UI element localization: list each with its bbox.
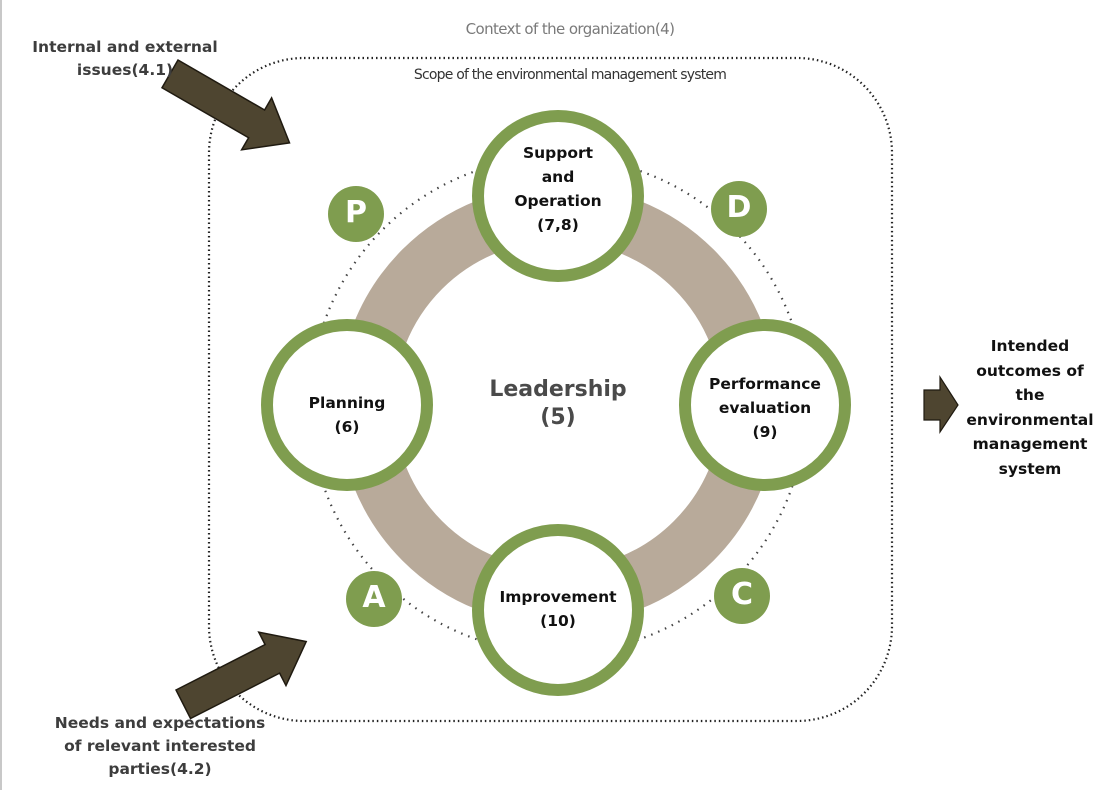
scope-title: Scope of the environmental management sy… [413,67,727,83]
input-label-internal-issues: Internal and external issues(4.1) [32,38,218,79]
center-label-leadership: Leadership (5) [489,377,627,430]
node-planning [261,319,433,491]
arrow-needs-expectations-icon [174,631,308,720]
node-label-planning: Planning (6) [308,394,386,436]
pdca-badge-p [328,186,384,242]
pdca-letter-d: D [726,190,752,225]
node-support-operation [472,110,644,282]
node-label-support-operation: Support and Operation (7,8) [514,144,602,234]
pdca-badge-d [711,181,767,237]
left-edge-border [0,0,2,790]
pdca-letter-p: P [345,195,367,230]
node-label-performance-evaluation: Performance evaluation (9) [709,375,821,441]
context-title: Context of the organization(4) [465,20,675,38]
pdca-badge-a [346,571,402,627]
output-label-intended-outcomes: Intended outcomes of the environmental m… [966,337,1094,478]
input-label-needs-expectations: Needs and expectations of relevant inter… [54,714,266,778]
pdca-badge-c [714,568,770,624]
pdca-letter-a: A [362,580,386,615]
node-label-improvement: Improvement (10) [499,588,617,630]
arrow-outcomes-icon [923,374,959,434]
arrow-internal-issues-icon [160,58,291,151]
node-performance-evaluation [679,319,851,491]
pdca-letter-c: C [730,577,754,612]
node-improvement [472,524,644,696]
scope-boundary [207,56,894,723]
